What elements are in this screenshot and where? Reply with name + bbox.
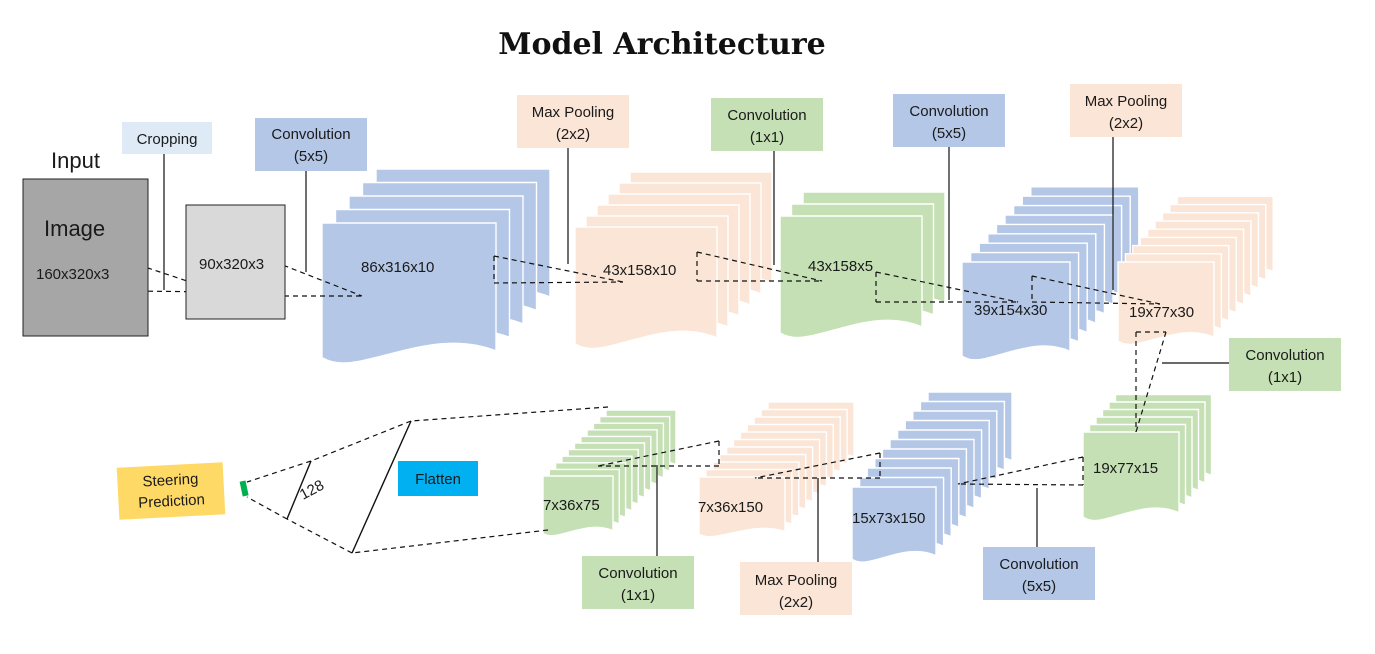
conv6-stack (542, 409, 677, 537)
svg-text:Convolution: Convolution (271, 126, 350, 143)
maxpool3-label: Max Pooling (2x2) (740, 562, 852, 615)
maxpool2-label: Max Pooling (2x2) (1070, 84, 1182, 137)
conv2-label: Convolution (1x1) (711, 98, 823, 151)
pool2-dims: 19x77x30 (1129, 304, 1194, 321)
flatten-label: Flatten (398, 461, 478, 496)
flatten-layer (351, 420, 412, 554)
svg-text:Cropping: Cropping (137, 131, 198, 148)
conv6-dims: 7x36x75 (543, 497, 600, 514)
svg-text:Flatten: Flatten (415, 471, 461, 488)
conv1-dims: 86x316x10 (361, 259, 434, 276)
svg-text:Prediction: Prediction (138, 491, 206, 511)
page-title: Model Architecture (498, 27, 825, 62)
svg-text:Convolution: Convolution (999, 556, 1078, 573)
conv1-label: Convolution (5x5) (255, 118, 367, 171)
svg-text:(5x5): (5x5) (932, 125, 966, 142)
input-image-box (22, 178, 149, 337)
pool1-dims: 43x158x10 (603, 262, 676, 279)
pool1-stack-sheet (574, 226, 718, 350)
conv3-stack-sheet (961, 261, 1071, 361)
conv5-stack (851, 391, 1013, 563)
conv1-stack-sheet (321, 222, 497, 364)
pool3-kernel-top (597, 440, 720, 467)
conv1-kernel-top (493, 255, 624, 283)
conv4-stack (1082, 393, 1213, 522)
conv6-label: Convolution (1x1) (582, 556, 694, 609)
svg-text:Convolution: Convolution (727, 107, 806, 124)
pool3-stack-sheet (698, 476, 786, 538)
pool3-stack (698, 401, 855, 538)
input-image-dims: 160x320x3 (36, 266, 109, 283)
conv1-stack (321, 168, 551, 364)
pool2-stack-sheet (1117, 261, 1215, 346)
svg-text:(1x1): (1x1) (1268, 369, 1302, 386)
flatten-fan-bottom (351, 529, 549, 554)
svg-text:Max Pooling: Max Pooling (1085, 93, 1168, 110)
dense-fan-bottom (286, 518, 353, 554)
connector-lines (129, 137, 1229, 562)
svg-text:Max Pooling: Max Pooling (532, 104, 615, 121)
dense-units-label: 128 (297, 477, 327, 504)
conv4-label: Convolution (1x1) (1229, 338, 1341, 391)
conv3-kernel-top (1031, 275, 1161, 305)
conv6-stack-sheet (542, 475, 614, 537)
dense-layer (286, 460, 312, 520)
svg-text:(1x1): (1x1) (621, 587, 655, 604)
svg-text:(2x2): (2x2) (1109, 115, 1143, 132)
input-kernel-top (129, 261, 221, 293)
svg-text:Steering: Steering (142, 471, 199, 491)
conv3-label: Convolution (5x5) (893, 94, 1005, 147)
svg-text:(2x2): (2x2) (556, 126, 590, 143)
conv5-stack-sheet (851, 486, 937, 563)
conv3-dims: 39x154x30 (974, 302, 1047, 319)
conv4-stack-sheet (1082, 431, 1180, 522)
svg-text:Convolution: Convolution (909, 103, 988, 120)
conv2-stack (779, 191, 946, 339)
cropped-dims: 90x320x3 (199, 256, 264, 273)
conv4-kernel-top (957, 456, 1084, 485)
cropping-label: Cropping (122, 122, 212, 154)
svg-text:Convolution: Convolution (1245, 347, 1324, 364)
layer-stacks (321, 168, 1274, 563)
output-fan-top (246, 460, 312, 483)
svg-text:(5x5): (5x5) (1022, 578, 1056, 595)
conv4-kernel-bottom (957, 483, 1084, 486)
output-neuron (239, 480, 249, 497)
output-fan-bottom (246, 496, 288, 520)
cropped-image-box (185, 204, 286, 320)
conv5-dims: 15x73x150 (852, 510, 925, 527)
conv5-label: Convolution (5x5) (983, 547, 1095, 600)
conv2-dims: 43x158x5 (808, 258, 873, 275)
conv5-kernel-top (754, 452, 881, 479)
svg-text:(1x1): (1x1) (750, 129, 784, 146)
conv1-kernel-bottom (493, 281, 624, 284)
input-heading: Input (51, 148, 100, 173)
conv2-stack-sheet (779, 215, 923, 339)
conv4-dims: 19x77x15 (1093, 460, 1158, 477)
steering-prediction-label: Steering Prediction (116, 462, 226, 520)
svg-text:(5x5): (5x5) (294, 148, 328, 165)
conv3-stack (961, 186, 1140, 361)
input-image-label: Image (44, 216, 105, 241)
svg-text:Max Pooling: Max Pooling (755, 572, 838, 589)
pool1-kernel-top (696, 251, 823, 282)
svg-text:Convolution: Convolution (598, 565, 677, 582)
crop-kernel-top (274, 261, 363, 297)
flatten-fan-top (410, 406, 609, 422)
svg-text:(2x2): (2x2) (779, 594, 813, 611)
conv3-kernel-bottom (1031, 301, 1161, 305)
maxpool1-label: Max Pooling (2x2) (517, 95, 629, 148)
conv2-kernel-top (875, 271, 1019, 303)
pool1-stack (574, 171, 773, 350)
pool2-stack (1117, 195, 1274, 346)
pool3-dims: 7x36x150 (698, 499, 763, 516)
